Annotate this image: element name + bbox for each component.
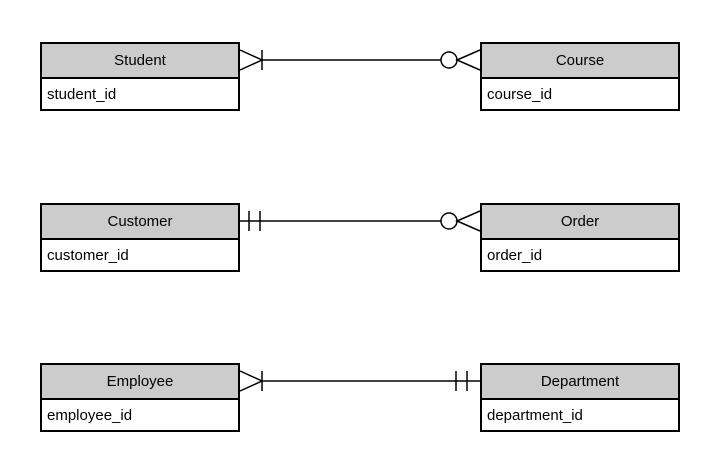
crows-foot-many-icon: [239, 370, 264, 392]
zero-circle-icon: [440, 212, 458, 230]
entity-title: Employee: [42, 365, 238, 400]
crows-foot-many-icon: [455, 49, 481, 71]
crows-foot-many-icon: [455, 210, 481, 232]
entity-title: Department: [482, 365, 678, 400]
relationship-student-course[interactable]: [239, 49, 481, 71]
entity-attribute: department_id: [482, 400, 678, 430]
entity-course[interactable]: Course course_id: [480, 42, 680, 111]
entity-title: Student: [42, 44, 238, 79]
entity-department[interactable]: Department department_id: [480, 363, 680, 432]
entity-attribute: customer_id: [42, 240, 238, 270]
relationship-employee-department[interactable]: [239, 370, 480, 392]
crows-foot-many-icon: [239, 49, 264, 71]
entity-attribute: student_id: [42, 79, 238, 109]
relationship-customer-order[interactable]: [240, 210, 481, 232]
entity-title: Customer: [42, 205, 238, 240]
entity-title: Order: [482, 205, 678, 240]
entity-employee[interactable]: Employee employee_id: [40, 363, 240, 432]
entity-title: Course: [482, 44, 678, 79]
entity-attribute: course_id: [482, 79, 678, 109]
zero-circle-icon: [440, 51, 458, 69]
entity-attribute: employee_id: [42, 400, 238, 430]
entity-attribute: order_id: [482, 240, 678, 270]
entity-order[interactable]: Order order_id: [480, 203, 680, 272]
entity-customer[interactable]: Customer customer_id: [40, 203, 240, 272]
entity-student[interactable]: Student student_id: [40, 42, 240, 111]
